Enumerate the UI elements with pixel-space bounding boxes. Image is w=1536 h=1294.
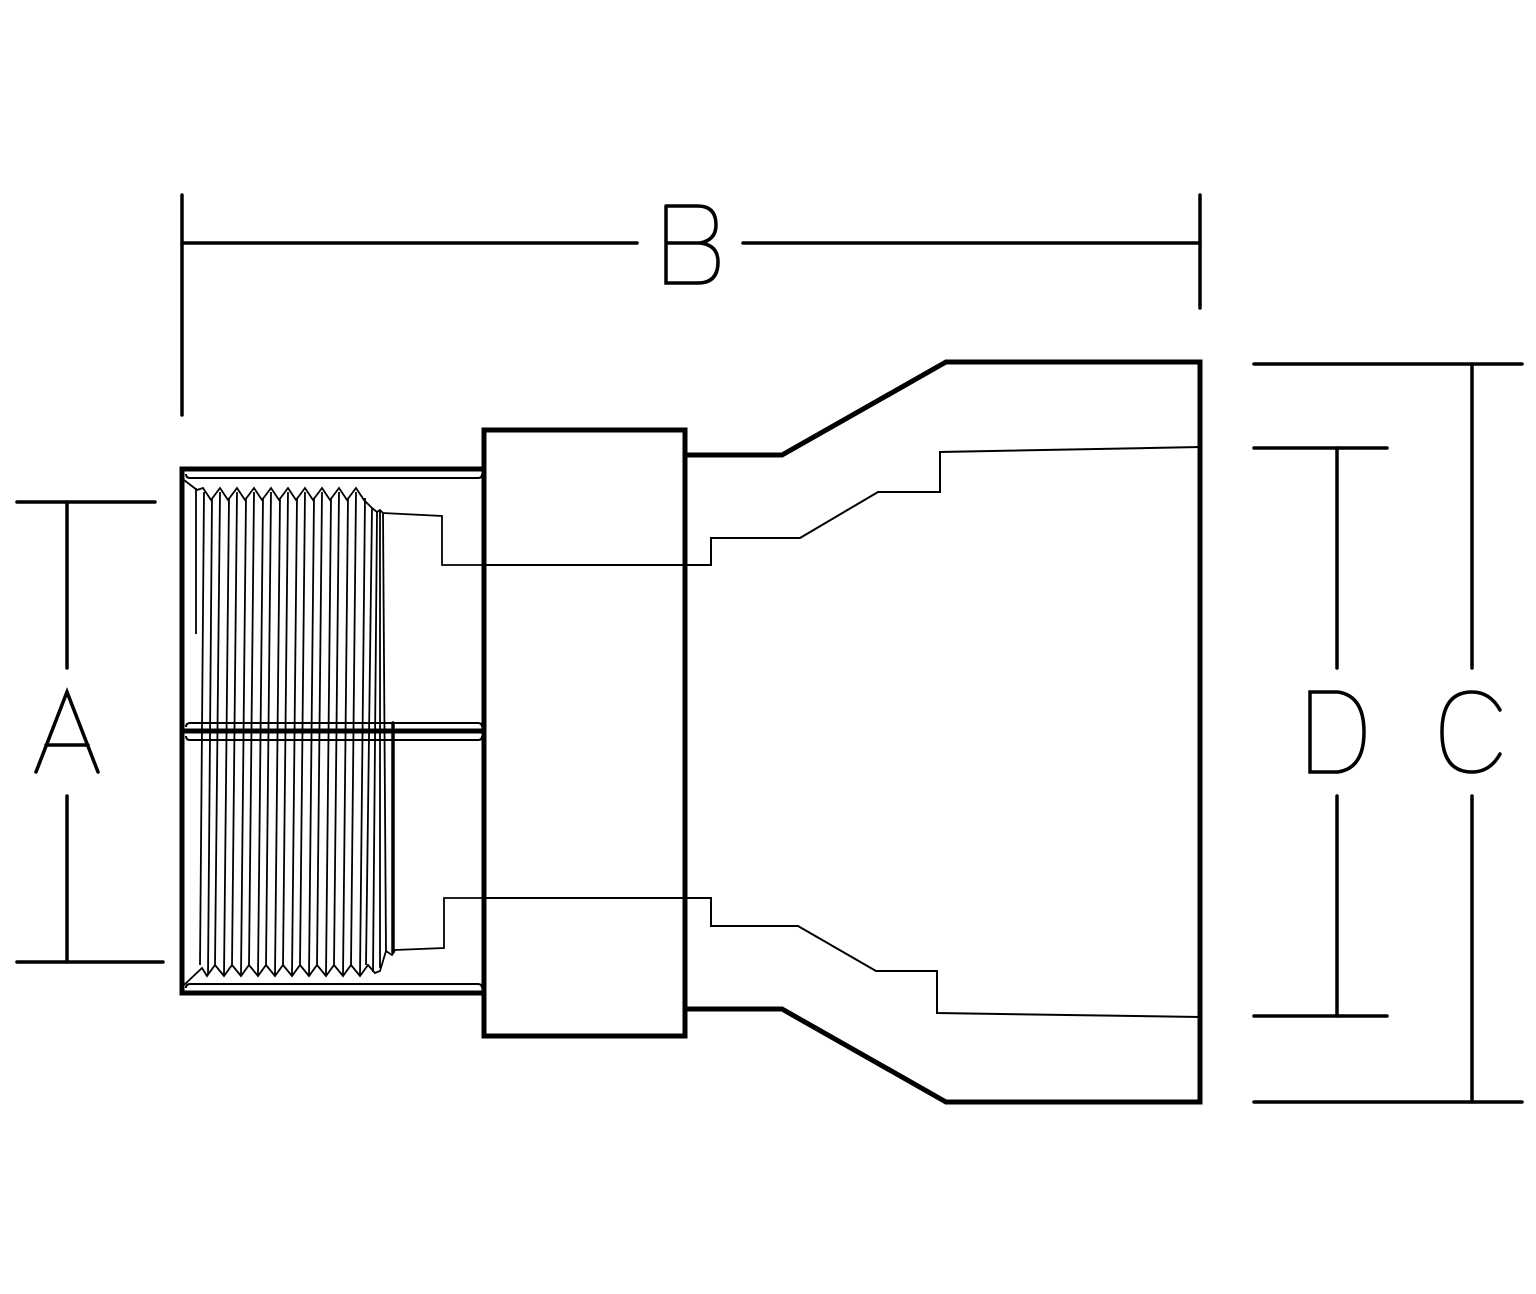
dimension-a: A: [15, 500, 165, 964]
dimension-a-label: [34, 687, 100, 774]
dimension-c: C: [1252, 362, 1524, 1104]
inner-bore-top: [484, 446, 1201, 566]
dimension-d-label: [1308, 690, 1366, 774]
thread-crest-top: [183, 479, 484, 566]
dimension-b: B: [180, 193, 1202, 417]
inner-bore-bottom: [484, 897, 1201, 1018]
thread-lines: [195, 488, 395, 976]
hex-chamfer-bottom: [185, 983, 483, 989]
dimension-b-label: [664, 204, 720, 285]
hex-chamfer-top: [185, 473, 483, 479]
dimension-c-label: [1440, 690, 1502, 774]
socket-body-outline: [682, 359, 1203, 1105]
dimension-d: D: [1252, 446, 1389, 1018]
hex-collar: [481, 427, 688, 1039]
thread-crest-bottom: [183, 897, 484, 986]
threaded-hex-end: [179, 466, 487, 996]
